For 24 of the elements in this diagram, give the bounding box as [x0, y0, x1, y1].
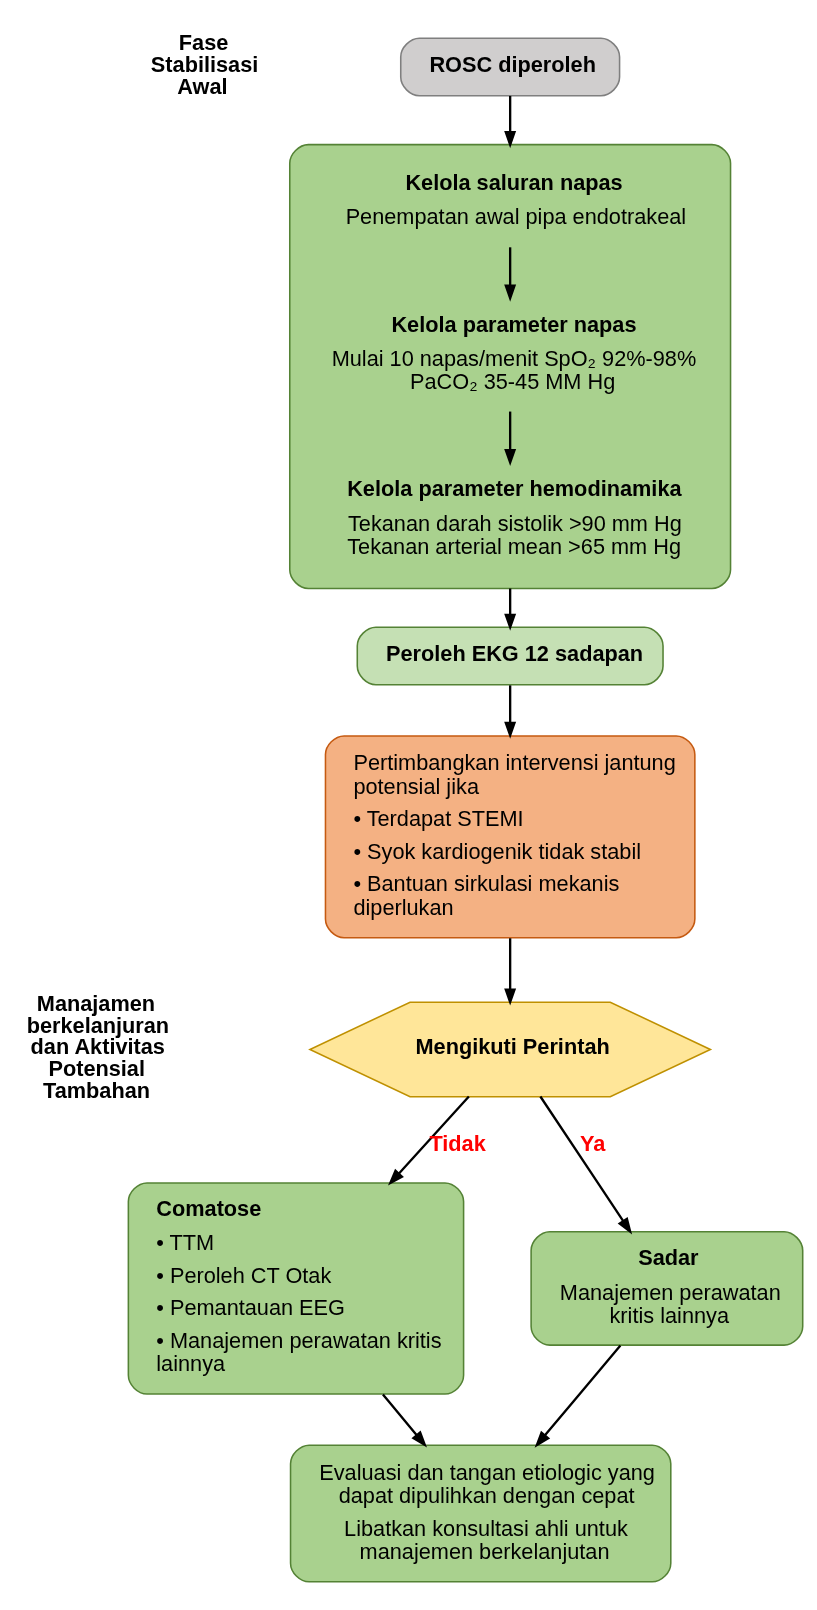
arrow — [504, 95, 517, 149]
node-text: Kelola parameter hemodinamika Tekanan darah sistolik >90 mm Hg Tekanan arterial mean >65 mm Hg — [347, 476, 682, 559]
label: Fase Stabilisasi Awal — [150, 30, 259, 99]
cluster — [289, 143, 732, 590]
arrow — [388, 1095, 470, 1186]
label: Manajamen berkelanjuran dan Aktivitas Potensial Tambahan — [26, 990, 170, 1103]
arrow — [504, 938, 517, 1006]
arrow — [382, 1393, 427, 1448]
node-box: Comatose • TTM • Peroleh CT Otak • Pemantauan EEG • Manajemen perawatan kritis lainnya — [127, 1182, 465, 1395]
node-box: ROSC diperoleh — [399, 37, 621, 97]
arrow — [504, 411, 517, 466]
arrow — [534, 1344, 622, 1448]
node-text: Kelola saluran napas Penempatan awal pipa endotrakeal — [345, 169, 687, 230]
edge-label: Tidak — [429, 1130, 486, 1156]
node-box: Sadar Manajemen perawatan kritis lainnya — [530, 1231, 804, 1346]
node-box: Evaluasi dan tangan etiologic yang dapat dipulihkan dengan cepat Libatkan konsultasi ahli untuk manajemen berkelanjutan — [289, 1444, 672, 1583]
arrow — [504, 247, 517, 302]
edge-label: Ya — [580, 1130, 606, 1156]
arrow — [504, 588, 517, 631]
arrow — [504, 685, 517, 739]
node-text: Kelola parameter napas Mulai 10 napas/menit SpO₂ 92%-98% PaCO₂ 35-45 MM Hg — [331, 311, 697, 395]
node-box: Pertimbangkan intervensi jantung potensial jika • Terdapat STEMI • Syok kardiogenik tidak stabil • Bantuan sirkulasi mekanis diperlukan — [324, 735, 696, 939]
arrow — [539, 1095, 633, 1235]
node-box: Peroleh EKG 12 sadapan — [356, 626, 664, 686]
